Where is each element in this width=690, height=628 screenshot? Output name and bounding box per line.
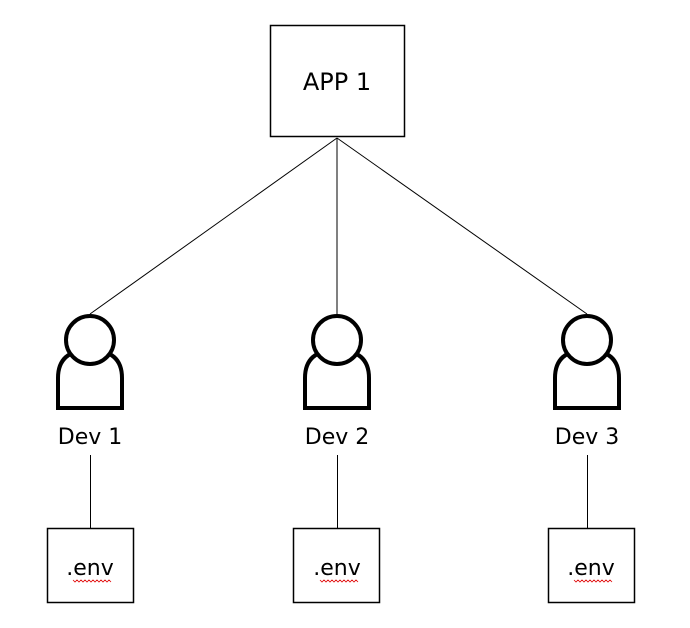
app-box — [269, 24, 406, 138]
person-icon — [303, 314, 371, 410]
env-box — [547, 527, 636, 604]
developer-node-1: Dev 1 .env — [46, 314, 135, 604]
env-file-node-3: .env — [547, 527, 636, 604]
env-file-node-2: .env — [292, 527, 381, 604]
env-box — [46, 527, 135, 604]
spellcheck-underline — [72, 579, 112, 583]
dev-label: Dev 2 — [305, 425, 370, 450]
spellcheck-underline — [319, 579, 359, 583]
dev-label: Dev 3 — [555, 425, 620, 450]
env-box — [292, 527, 381, 604]
env-label: .env — [313, 556, 361, 581]
person-icon — [56, 314, 124, 410]
developer-node-2: Dev 2 .env — [292, 314, 381, 604]
spellcheck-underline — [573, 579, 613, 583]
env-label: .env — [567, 556, 615, 581]
env-label: .env — [66, 556, 114, 581]
dev-label: Dev 1 — [58, 425, 123, 450]
app-node: APP 1 — [269, 24, 406, 138]
connector-app-dev-3 — [336, 137, 588, 315]
developer-node-3: Dev 3 .env — [547, 314, 636, 604]
env-file-node-1: .env — [46, 527, 135, 604]
connector-app-dev-1 — [89, 137, 338, 315]
app-label: APP 1 — [303, 68, 371, 96]
person-icon — [553, 314, 621, 410]
